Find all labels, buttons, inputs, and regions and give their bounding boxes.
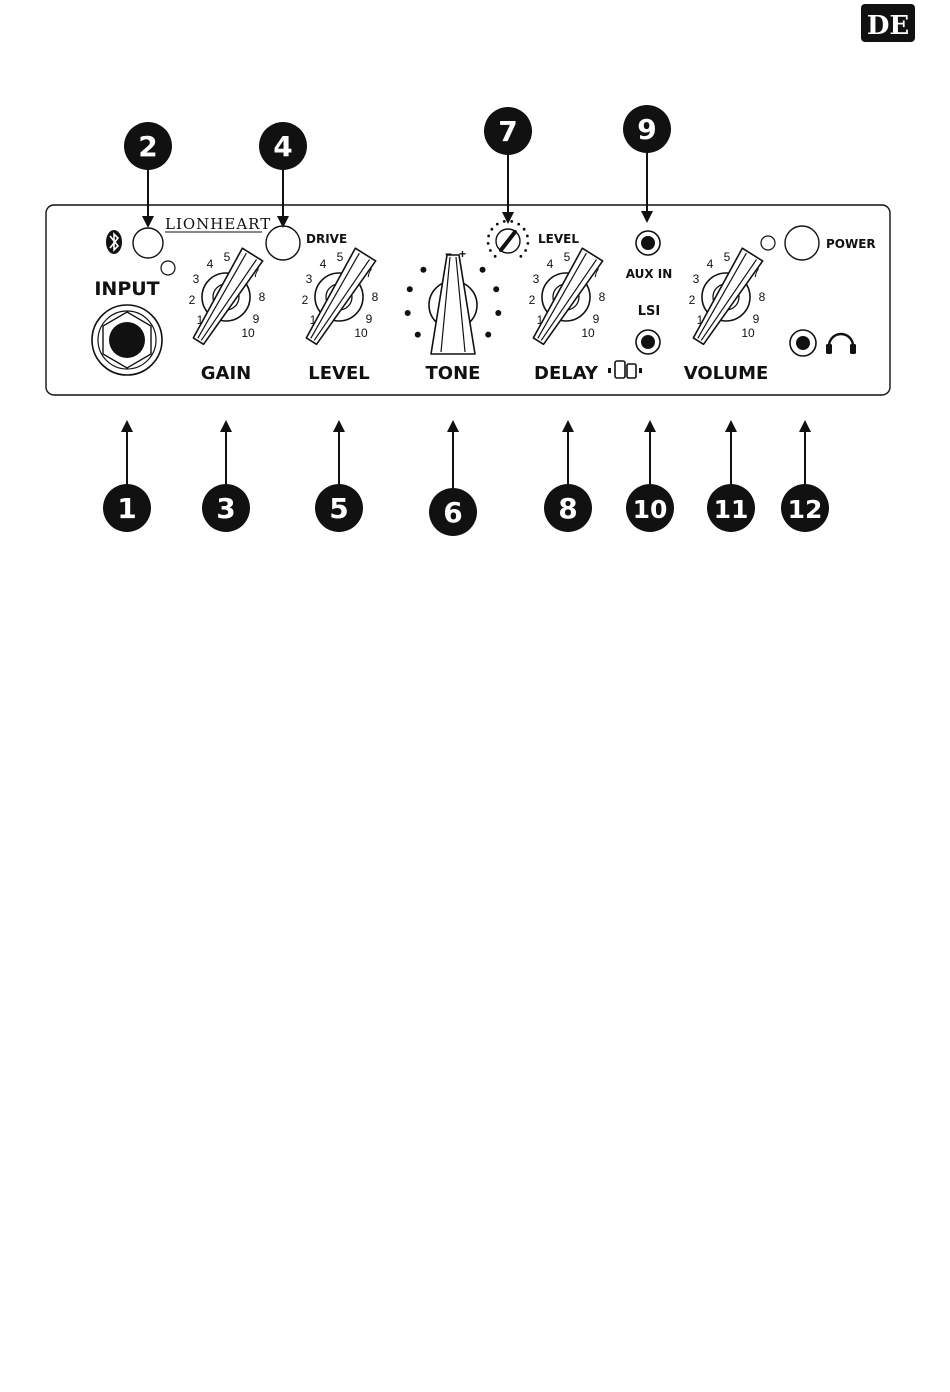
delay-level-trim[interactable] [487,220,530,258]
tone-scale-dot [420,267,426,273]
input-label: INPUT [94,278,159,300]
tone-plus-mark: + [459,247,466,261]
level-label: LEVEL [308,363,369,384]
bluetooth-led [161,261,175,275]
callout-11: 11 [707,420,755,532]
callout-10: 10 [626,420,674,532]
tone-label: TONE [426,363,481,384]
callout-number: 2 [138,130,157,163]
tone-scale-dot [480,267,486,273]
headphones-jack[interactable] [790,330,816,356]
aux-in-jack[interactable] [636,231,660,255]
level-knob-scale-9: 9 [366,312,373,326]
callout-12: 12 [781,420,829,532]
level-knob-scale-10: 10 [354,326,368,340]
level-knob-scale-2: 2 [302,293,309,307]
level-knob-scale-3: 3 [306,272,313,286]
callout-7: 7 [484,107,532,224]
tone-scale-dot [405,310,411,316]
callout-number: 5 [329,492,348,525]
volume-knob-scale-5: 5 [724,250,731,264]
callout-number: 1 [117,492,136,525]
lsi-jack[interactable] [636,330,660,354]
level-knob-scale-8: 8 [372,290,379,304]
drive-button[interactable] [266,226,300,260]
delay-knob-scale-8: 8 [599,290,606,304]
tone-scale-dot [493,286,499,292]
aux-in-label: AUX IN [626,267,673,281]
volume-knob-scale-8: 8 [759,290,766,304]
volume-knob-scale-10: 10 [741,326,755,340]
gain-knob-scale-3: 3 [193,272,200,286]
volume-knob-scale-2: 2 [689,293,696,307]
bluetooth-button[interactable] [133,228,163,258]
callout-number: 4 [273,130,292,163]
callout-1: 1 [103,420,151,532]
delay-knob-scale-4: 4 [547,257,554,271]
callout-8: 8 [544,420,592,532]
callout-4: 4 [259,122,307,228]
gain-knob-scale-8: 8 [259,290,266,304]
lsi-label: LSI [638,304,660,319]
delay-knob-scale-5: 5 [564,250,571,264]
tone-minus-mark: − [445,247,452,261]
volume-knob-scale-4: 4 [707,257,714,271]
delay-knob-scale-3: 3 [533,272,540,286]
headphones-icon [826,334,856,354]
level-knob-scale-4: 4 [320,257,327,271]
callout-number: 10 [633,495,668,524]
tone-scale-dot [407,286,413,292]
callout-6: 6 [429,420,477,536]
delay-knob-scale-2: 2 [529,293,536,307]
language-badge: DE [861,4,915,42]
delay-label: DELAY [534,363,599,384]
power-button[interactable] [785,226,819,260]
callout-number: 7 [498,115,517,148]
gain-knob-scale-2: 2 [189,293,196,307]
volume-knob-scale-9: 9 [753,312,760,326]
volume-label: VOLUME [684,363,769,384]
callout-number: 8 [558,492,577,525]
gain-knob-scale-5: 5 [224,250,231,264]
callout-number: 12 [788,495,823,524]
callout-number: 9 [637,113,656,146]
volume-knob-scale-3: 3 [693,272,700,286]
brand-logo: LIONHEART [165,215,271,233]
gain-knob-scale-9: 9 [253,312,260,326]
callout-number: 6 [443,496,462,529]
phone-link-icon [608,361,642,378]
gain-label: GAIN [201,363,251,384]
gain-knob-scale-10: 10 [241,326,255,340]
callout-5: 5 [315,420,363,532]
power-label: POWER [826,237,876,251]
tone-scale-dot [495,310,501,316]
callout-3: 3 [202,420,250,532]
bluetooth-icon [106,230,122,254]
drive-label: DRIVE [306,232,347,246]
delay-knob-scale-10: 10 [581,326,595,340]
input-jack[interactable] [92,305,162,375]
callout-number: 11 [714,495,749,524]
gain-knob-scale-4: 4 [207,257,214,271]
level-knob-scale-5: 5 [337,250,344,264]
delay-level-label: LEVEL [538,232,579,246]
callout-number: 3 [216,492,235,525]
svg-text:DE: DE [867,11,909,41]
delay-knob-scale-9: 9 [593,312,600,326]
callout-2: 2 [124,122,172,228]
tone-scale-dot [415,332,421,338]
tone-knob[interactable] [405,255,502,354]
power-led [761,236,775,250]
tone-scale-dot [485,332,491,338]
